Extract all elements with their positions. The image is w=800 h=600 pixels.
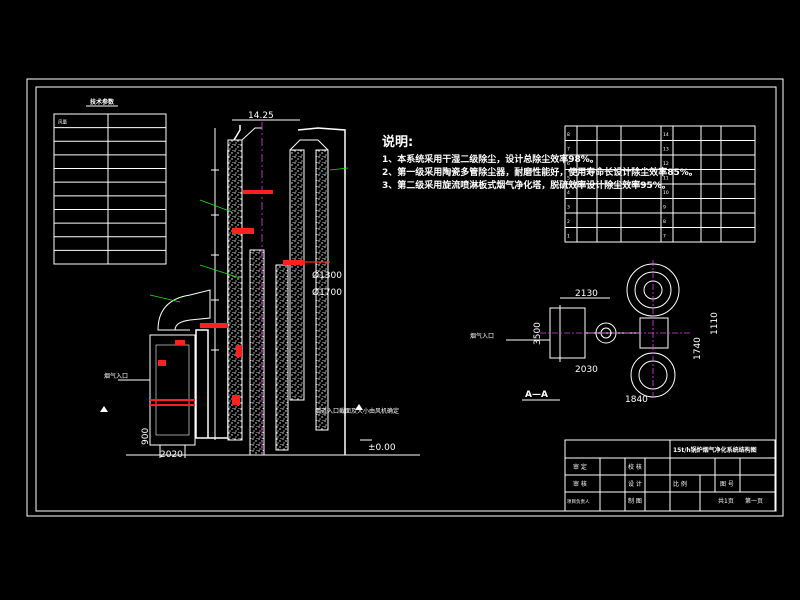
note-line-1: 1、本系统采用干湿二级除尘，设计总除尘效率98%。 — [382, 153, 599, 165]
inlet-left-label: 烟气入口 — [104, 372, 128, 380]
tb-cell-total-pages: 共1页 — [718, 497, 734, 505]
datum-label: ±0.00 — [368, 443, 396, 453]
tech-params-table: 技术参数 风量 — [53, 98, 167, 265]
parts-table-cell: 6 — [567, 161, 570, 167]
parts-table-cell: 8 — [567, 132, 570, 138]
tb-cell-scale: 比 例 — [673, 480, 687, 488]
nozzle-note: 烟道入口截面及大小由风机确定 — [315, 407, 399, 415]
tb-cell-approve: 审 定 — [573, 463, 587, 471]
parts-table-cell: 3 — [567, 205, 570, 211]
tb-cell-check: 校 核 — [628, 463, 642, 471]
title-block: 15t/h锅炉烟气净化系统结构图 审 定 校 核 审 核 设 计 比 例 图 号… — [564, 439, 776, 512]
parts-table-cell: 2 — [567, 219, 570, 225]
plan-dim-1740: 1740 — [693, 337, 703, 360]
section-label: A—A — [525, 390, 548, 400]
parts-table: 8 14 7 13 6 12 5 11 4 10 3 9 2 8 1 7 — [564, 125, 756, 243]
parts-table-cell: 9 — [663, 205, 666, 211]
parts-table-cell: 5 — [567, 176, 570, 182]
parts-table-cell: 10 — [663, 190, 669, 196]
tb-cell-page: 第一页 — [745, 497, 763, 505]
tower-elevation: 14.25 Ø1300 Ø1700 — [100, 111, 420, 460]
notes-heading: 说明: — [382, 134, 413, 150]
tb-cell-project-lead: 项目负责人 — [567, 498, 590, 505]
note-line-3: 3、第二级采用旋流喷淋板式烟气净化塔，脱硫效率设计除尘效率95%。 — [382, 179, 671, 191]
dim-base-height: 900 — [141, 428, 151, 445]
parts-table-cell: 12 — [663, 161, 669, 167]
plan-dim-2130: 2130 — [575, 289, 598, 299]
tb-cell-design: 设 计 — [628, 480, 642, 488]
plan-inlet-label: 烟气入口 — [470, 332, 494, 340]
plan-dim-2030: 2030 — [575, 365, 598, 375]
dim-top-width: 14.25 — [248, 111, 274, 121]
tb-cell-draw: 制 图 — [628, 497, 642, 505]
parts-table-cell: 11 — [663, 176, 669, 182]
parts-table-cell: 1 — [567, 234, 570, 240]
parts-table-cell: 7 — [663, 234, 666, 240]
plan-view: 2130 3500 2030 1840 1740 1110 烟气入口 A—A — [470, 260, 720, 405]
tb-cell-review: 审 核 — [573, 480, 587, 488]
dim-d1700: Ø1700 — [312, 287, 342, 298]
tech-params-cell: 风量 — [58, 118, 67, 125]
tb-cell-drawing-no: 图 号 — [720, 481, 734, 488]
dim-d1300: Ø1300 — [312, 270, 342, 281]
parts-table-cell: 8 — [663, 219, 666, 225]
parts-table-cell: 13 — [663, 147, 669, 153]
tech-params-title: 技术参数 — [90, 98, 115, 106]
plan-dim-1840: 1840 — [625, 395, 648, 405]
sheet-inner-border — [35, 86, 777, 512]
parts-table-cell: 4 — [567, 190, 570, 196]
parts-table-cell: 7 — [567, 147, 570, 153]
plan-dim-3500: 3500 — [533, 322, 543, 345]
parts-table-cell: 14 — [663, 132, 669, 138]
plan-dim-1110: 1110 — [710, 312, 720, 335]
sheet-outer-border — [26, 78, 784, 517]
note-line-2: 2、第一级采用陶瓷多管除尘器，耐磨性能好，使用寿命长设计除尘效率85%。 — [382, 166, 698, 178]
drawing-caption: 15t/h锅炉烟气净化系统结构图 — [673, 446, 757, 454]
notes-block: 说明: 1、本系统采用干湿二级除尘，设计总除尘效率98%。 2、第一级采用陶瓷多… — [382, 134, 698, 191]
